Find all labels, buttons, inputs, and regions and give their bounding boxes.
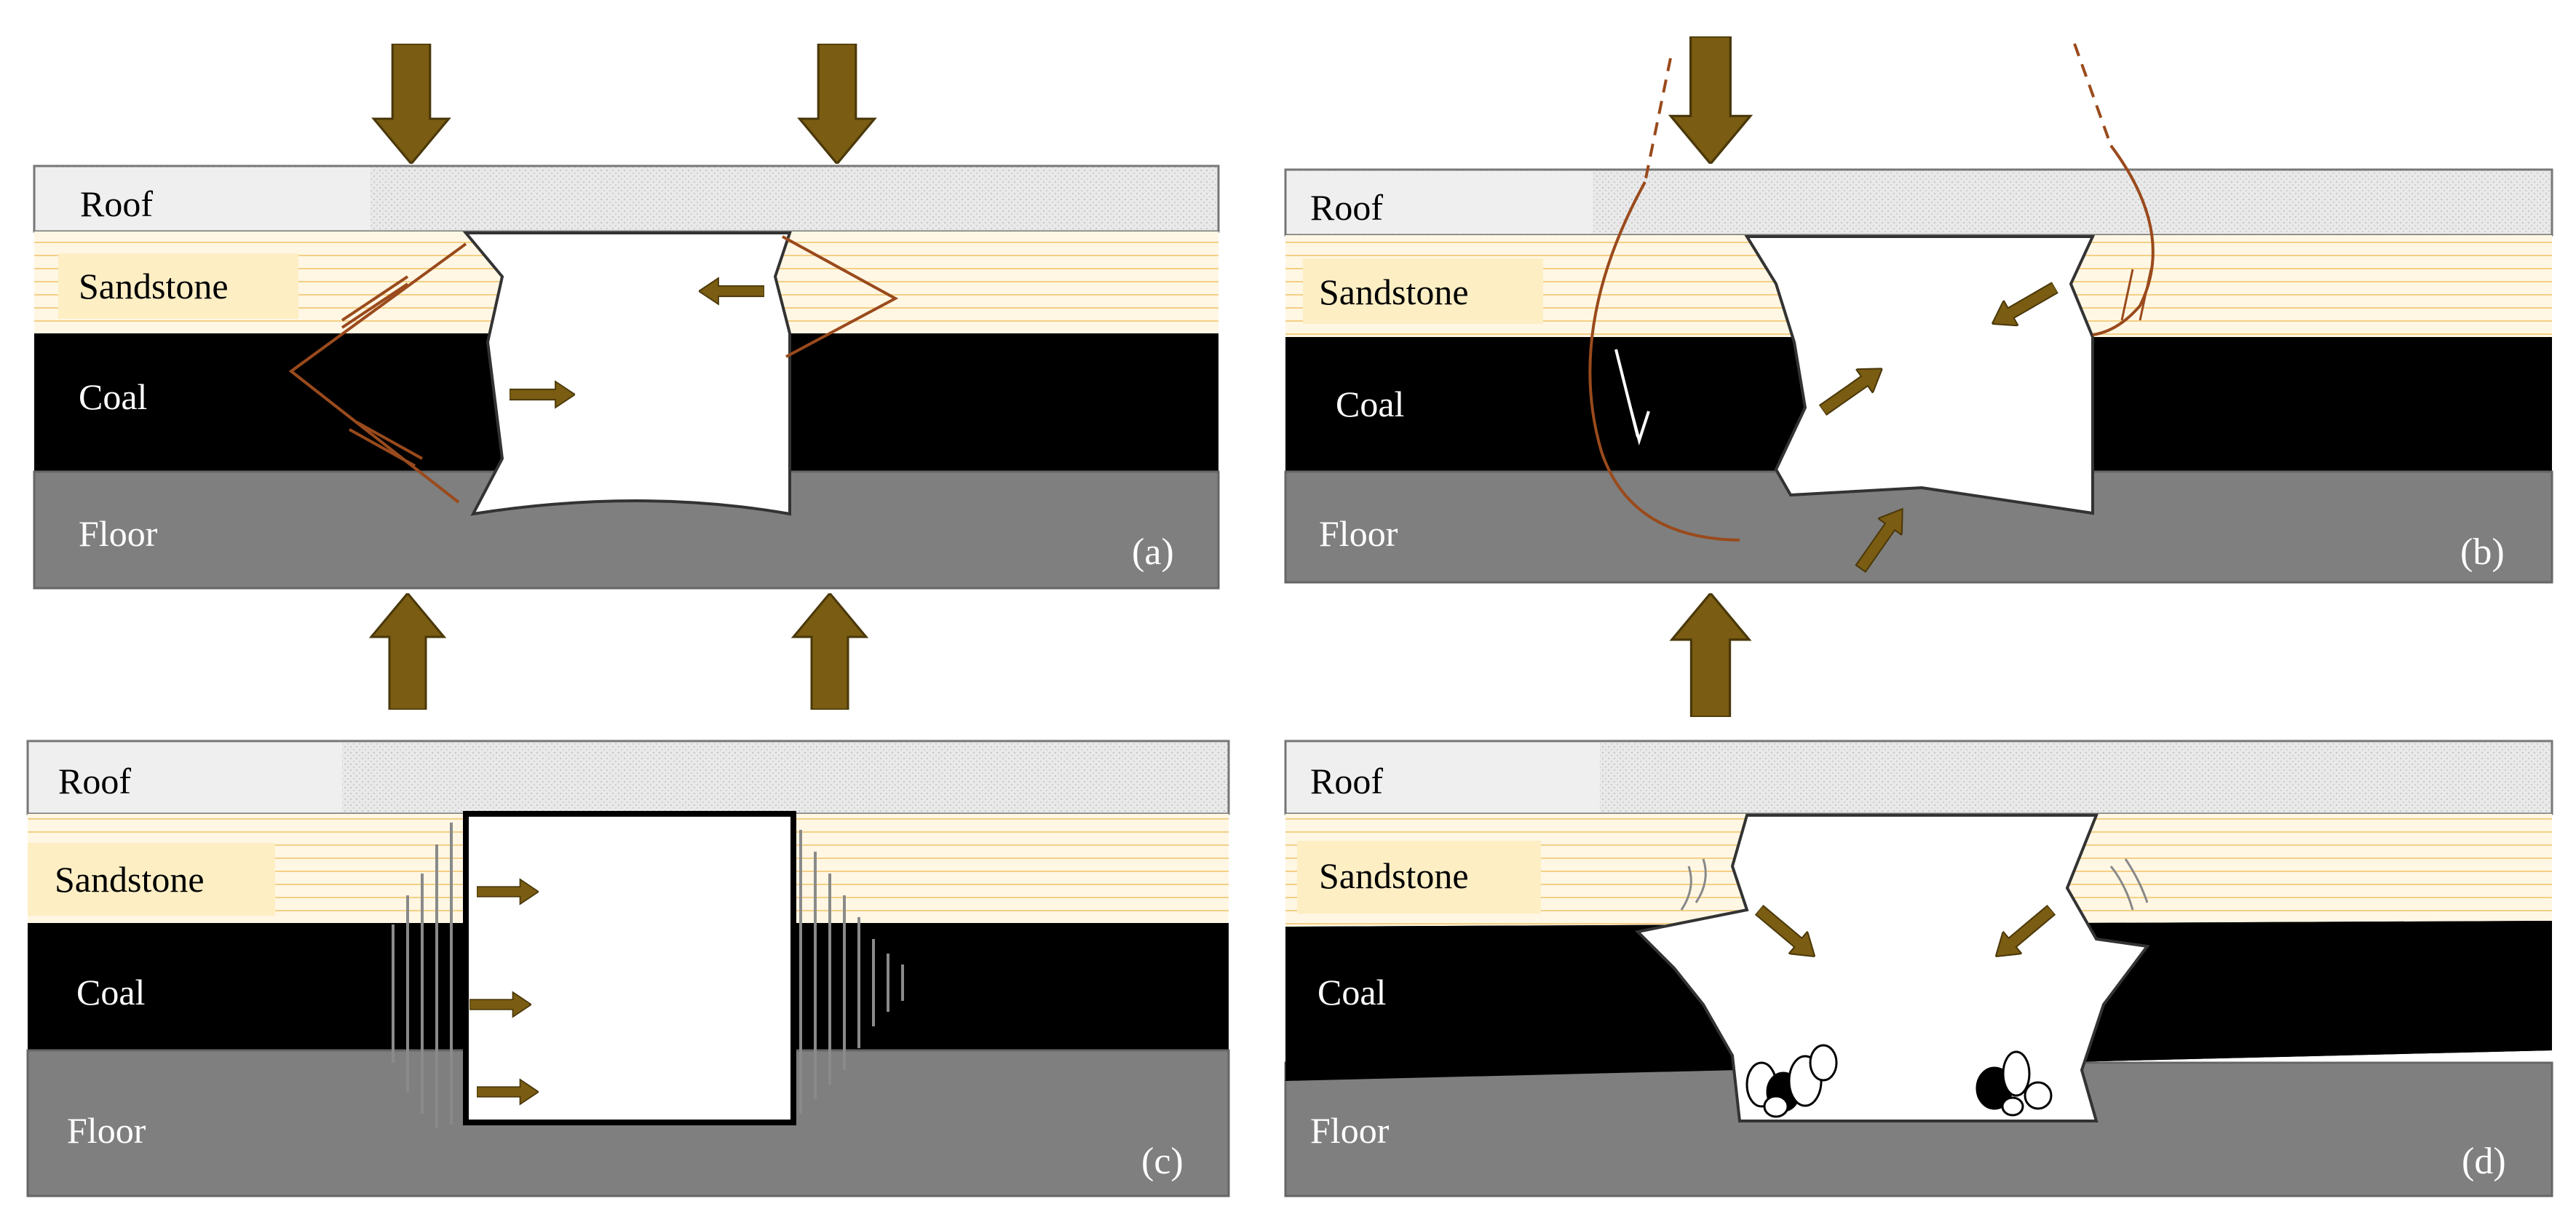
shear-mark <box>2120 269 2152 321</box>
panel-label: (a) <box>1132 531 1174 573</box>
roadway-opening <box>462 231 792 516</box>
floor-layer <box>1284 470 2553 584</box>
sandstone-label: Sandstone <box>79 266 229 306</box>
sandstone-label: Sandstone <box>1319 272 1469 312</box>
floor-label: Floor <box>1310 1110 1390 1151</box>
roadway-opening <box>1634 814 2150 1122</box>
tension-cracks <box>1680 858 2149 911</box>
panel-label: (d) <box>2462 1141 2506 1182</box>
coal-label: Coal <box>1317 972 1386 1013</box>
floor-label: Floor <box>1319 513 1398 554</box>
panel-label: (b) <box>2460 531 2505 573</box>
roof-label: Roof <box>80 183 153 224</box>
shear-fracture <box>288 242 467 504</box>
convergence-arrow-up-right <box>792 593 868 710</box>
roof-label: Roof <box>58 761 131 801</box>
convergence-arrow-down <box>1669 36 1752 164</box>
roof-label: Roof <box>1310 761 1383 801</box>
convergence-arrow-up <box>1671 593 1751 717</box>
coal-label: Coal <box>76 972 145 1013</box>
floor-label: Floor <box>79 513 158 554</box>
convergence-arrow-up-left <box>370 593 445 710</box>
convergence-arrow-down-left <box>372 44 451 164</box>
panel-c: Roof Sandstone Coal Floor (c) <box>26 740 1230 1197</box>
roof-label: Roof <box>1310 187 1383 228</box>
coal-label: Coal <box>1336 384 1404 424</box>
panel-d: Roof Sandstone Coal Floor (d) <box>1284 740 2553 1197</box>
panel-a: Roof Sandstone Coal Floor (a) <box>33 44 1220 710</box>
roadway-opening <box>1744 235 2096 515</box>
coal-label: Coal <box>79 376 147 417</box>
tension-cracks <box>392 823 904 1128</box>
rubble <box>1745 1044 2053 1118</box>
shear-mark <box>1614 349 1650 446</box>
panel-label: (c) <box>1141 1141 1184 1182</box>
shear-fracture-right <box>782 235 899 358</box>
sandstone-label: Sandstone <box>55 859 205 900</box>
convergence-arrow-down-right <box>798 44 876 164</box>
roadway-opening <box>463 811 796 1125</box>
sandstone-label: Sandstone <box>1319 855 1469 896</box>
panel-b: Roof Sandstone Coal Floor (b) <box>1284 36 2553 717</box>
floor-label: Floor <box>67 1110 146 1151</box>
